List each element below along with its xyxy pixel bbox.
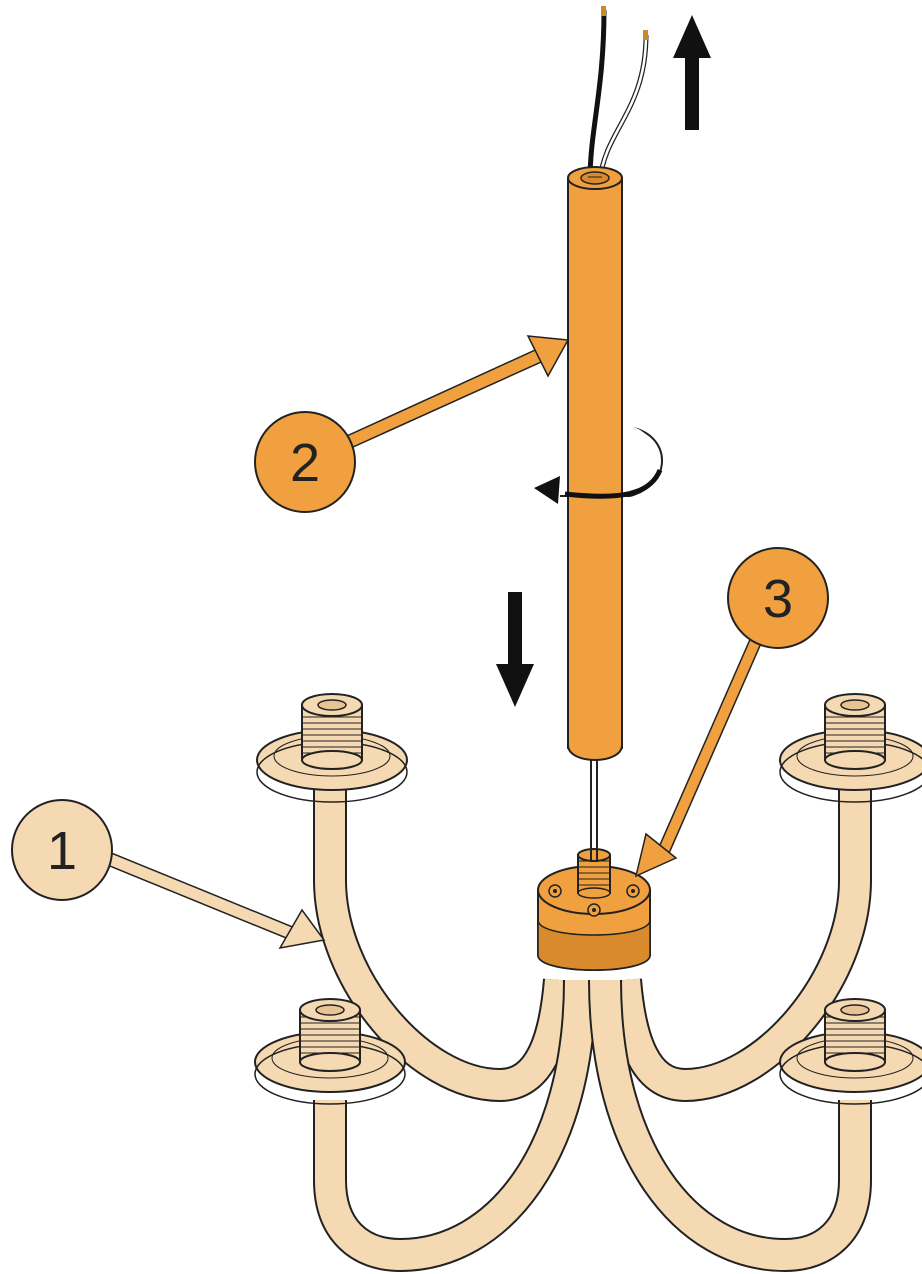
- wire-white: [597, 34, 649, 181]
- down-tube: [567, 166, 623, 761]
- center-hub: [537, 848, 651, 971]
- callout-3-label: 3: [763, 569, 793, 629]
- callout-3: 3: [727, 547, 829, 649]
- chandelier-arms: [313, 790, 872, 1273]
- socket-lower-right: [779, 998, 922, 1105]
- socket-upper-right: [779, 693, 922, 803]
- callout-1: 1: [11, 799, 113, 901]
- socket-upper-left: [256, 693, 408, 803]
- callout-1-label: 1: [47, 821, 77, 881]
- socket-lower-left: [254, 998, 406, 1105]
- center-rod: [590, 758, 598, 862]
- arrow-down-icon: [496, 592, 534, 707]
- arrow-up-icon: [673, 15, 711, 130]
- callout-2-label: 2: [290, 433, 320, 493]
- rotate-icon: [534, 427, 663, 504]
- callout-pointer-2: [337, 335, 570, 454]
- callout-pointer-3: [634, 633, 763, 878]
- callout-pointer-1: [99, 849, 326, 950]
- callout-2: 2: [254, 411, 356, 513]
- wire-black: [587, 9, 607, 181]
- socket-cups: [254, 693, 922, 1105]
- wires: [587, 6, 649, 181]
